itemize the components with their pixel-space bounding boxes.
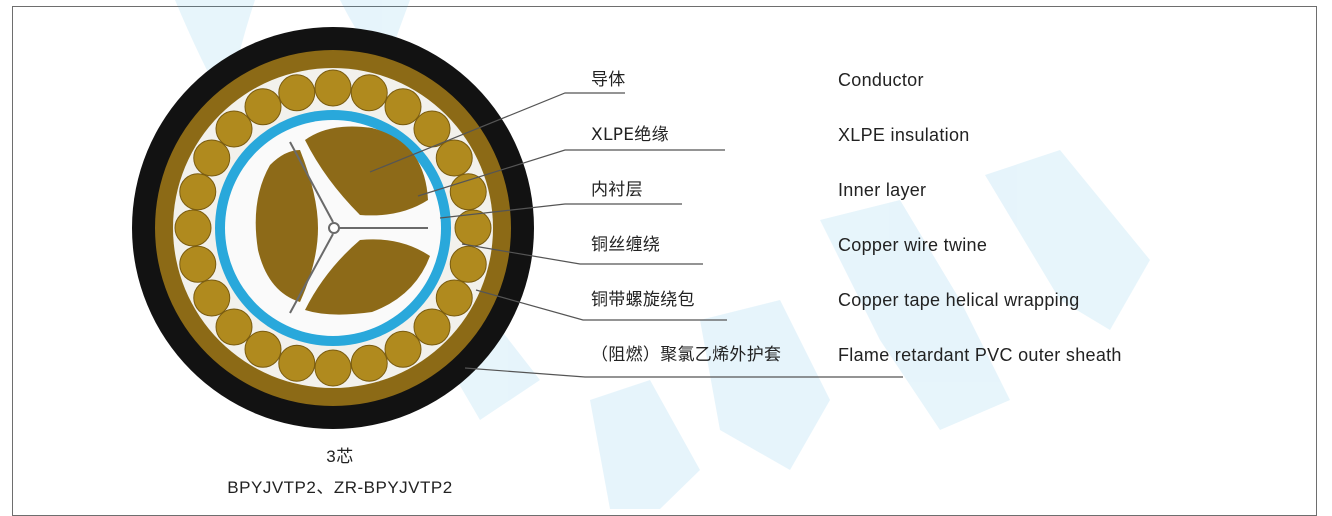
copper-wire: [435, 279, 473, 317]
copper-wire: [179, 245, 217, 283]
copper-wire: [449, 245, 487, 283]
copper-wire: [413, 308, 451, 346]
copper-wire: [314, 349, 352, 387]
copper-wire: [278, 74, 316, 112]
copper-wire: [384, 88, 422, 126]
copper-wire: [449, 173, 487, 211]
copper-wire: [215, 110, 253, 148]
label-inner-layer-cn: 内衬层: [591, 180, 643, 200]
copper-wires: [174, 69, 492, 387]
label-insulation-en: XLPE insulation: [838, 125, 970, 145]
caption-models: BPYJVTP2、ZR-BPYJVTP2: [227, 478, 453, 497]
copper-wire: [244, 330, 282, 368]
label-inner-layer-en: Inner layer: [838, 180, 927, 200]
leader-insulation: [417, 149, 725, 197]
leader-lines: [369, 92, 903, 378]
copper-wire: [314, 69, 352, 107]
copper-wire: [350, 344, 388, 382]
copper-wire: [174, 209, 212, 247]
conductor-1: [305, 126, 428, 216]
label-insulation-cn: XLPE绝缘: [591, 125, 669, 145]
copper-wire: [350, 74, 388, 112]
label-outer-sheath-cn: （阻燃）聚氯乙烯外护套: [591, 345, 782, 365]
leader-inner-layer: [439, 203, 682, 219]
leader-conductor: [369, 92, 625, 173]
copper-wire: [384, 330, 422, 368]
label-conductor-cn: 导体: [591, 70, 626, 90]
label-copper-tape-en: Copper tape helical wrapping: [838, 290, 1080, 310]
leader-copper-tape: [475, 289, 727, 321]
copper-wire: [215, 308, 253, 346]
conductor-2: [255, 150, 318, 302]
conductor-3: [305, 239, 430, 315]
caption-cores: 3芯: [326, 447, 354, 466]
separator-lines: [289, 141, 428, 314]
copper-wire: [179, 173, 217, 211]
copper-wire: [193, 139, 231, 177]
center-point: [328, 222, 340, 234]
label-copper-tape-cn: 铜带螺旋绕包: [591, 290, 695, 310]
label-copper-wire-cn: 铜丝缠绕: [591, 235, 661, 255]
copper-wire: [435, 139, 473, 177]
leader-outer-sheath: [464, 367, 903, 378]
conductors: [255, 126, 430, 315]
label-copper-wire-en: Copper wire twine: [838, 235, 988, 255]
copper-wire: [244, 88, 282, 126]
label-outer-sheath-en: Flame retardant PVC outer sheath: [838, 345, 1122, 365]
leader-copper-wire: [461, 243, 703, 265]
copper-wire: [278, 344, 316, 382]
copper-wire: [193, 279, 231, 317]
label-conductor-en: Conductor: [838, 70, 924, 90]
